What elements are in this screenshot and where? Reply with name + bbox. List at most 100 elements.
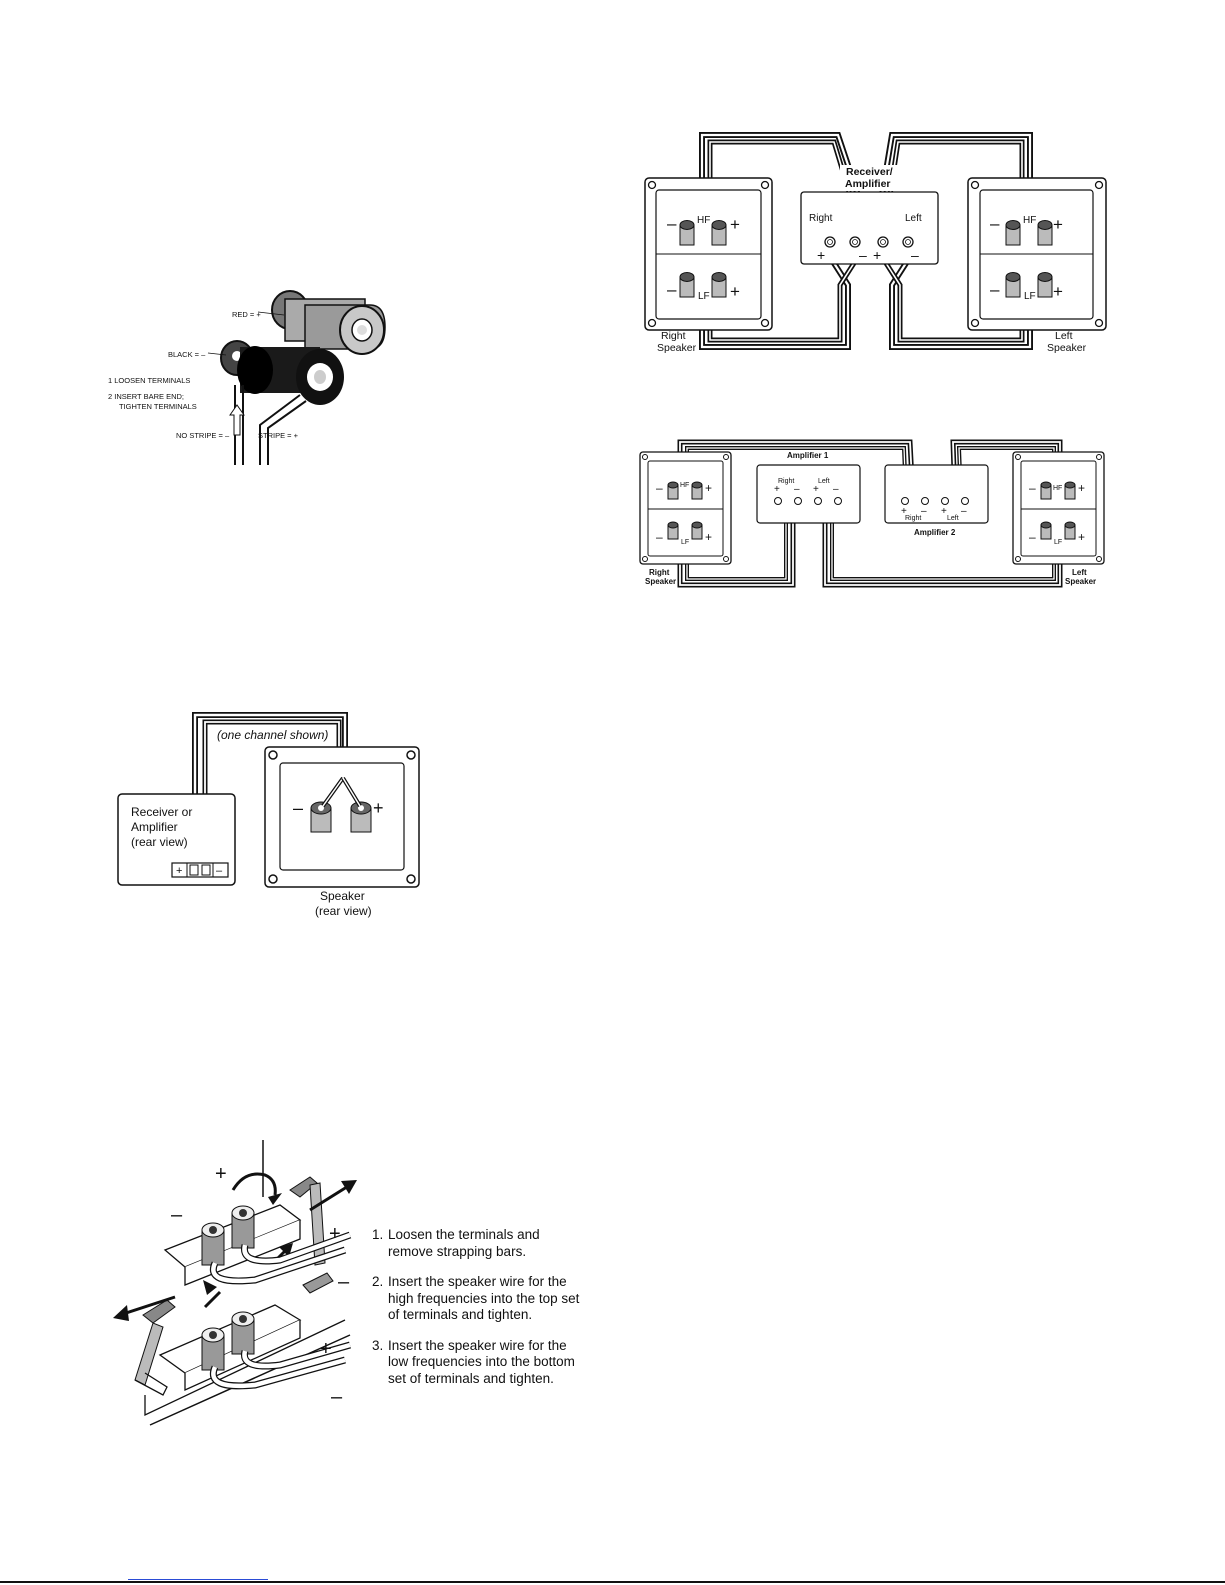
red-terminal-icon: [271, 290, 386, 355]
insert-arrow-icon: [229, 404, 245, 436]
biamp-right-speaker-line1: Right: [649, 568, 670, 577]
strap-lf-minus: –: [331, 1386, 343, 1408]
left-speaker-box: [967, 177, 1107, 331]
ba-rs-lf-label: LF: [681, 539, 689, 546]
step1-label: 1 LOOSEN TERMINALS: [108, 376, 190, 385]
biamp-left-speaker-line1: Left: [1072, 568, 1087, 577]
amp2-l-minus: –: [961, 506, 967, 517]
receiver-left-label: Left: [905, 213, 922, 224]
amp2-r-plus: +: [901, 506, 907, 517]
strap-hf-minus: –: [338, 1271, 350, 1293]
recv-left-plus: +: [873, 247, 881, 263]
terminal-detail-diagram: RED = + BLACK = – 1 LOOSEN TERMINALS 2 I…: [108, 290, 386, 465]
insert-arrow-lower-icon: [203, 1290, 222, 1309]
step-text: Insert the speaker wire for the high fre…: [388, 1274, 580, 1322]
footer-rule: [0, 1581, 1225, 1583]
ba-rs-hf-label: HF: [680, 482, 689, 489]
amplifier2-box: [884, 464, 989, 524]
receiver-label-line2: Amplifier: [845, 178, 891, 190]
ls-lf-label: LF: [1024, 291, 1036, 302]
red-label: RED = +: [232, 310, 261, 319]
receiver-box: [117, 793, 236, 886]
biamp-right-speaker-line2: Speaker: [645, 577, 676, 586]
ls-hf-label: HF: [1023, 215, 1036, 226]
amp1-right-label: Right: [778, 478, 794, 485]
rs-lf-plus: +: [730, 282, 740, 301]
amp1-r-plus: +: [774, 484, 780, 495]
amp1-l-minus: –: [833, 484, 839, 495]
ls-lf-plus: +: [1053, 282, 1063, 301]
strap-top-minus: –: [171, 1204, 183, 1226]
speaker-plus: +: [373, 798, 384, 818]
ba-rs-hf-minus: –: [656, 481, 663, 495]
amp2-r-minus: –: [921, 506, 927, 517]
step-item-1: 1. Loosen the terminals and remove strap…: [372, 1227, 588, 1260]
step2-label-line1: 2 INSERT BARE END;: [108, 392, 184, 401]
single-channel-diagram: (one channel shown) Receiver or Amplifie…: [117, 712, 420, 918]
amp2-right-label: Right: [905, 515, 921, 522]
ls-hf-minus: –: [990, 214, 1000, 233]
ba-rs-lf-plus: +: [705, 530, 712, 544]
step-text: Insert the speaker wire for the low freq…: [388, 1337, 575, 1386]
receiver-amplifier-box: [800, 191, 939, 265]
one-channel-note: (one channel shown): [217, 728, 328, 742]
receiver-plus: +: [176, 865, 182, 877]
top-terminals-icon: [201, 1205, 255, 1266]
speaker-label-line1: Speaker: [320, 889, 365, 903]
ba-ls-lf-minus: –: [1029, 530, 1036, 544]
strap-top-plus: +: [215, 1163, 227, 1185]
bottom-terminals-icon: [201, 1311, 255, 1371]
ba-ls-hf-plus: +: [1078, 481, 1085, 495]
no-stripe-label: NO STRIPE = –: [176, 431, 230, 440]
ba-rs-hf-plus: +: [705, 481, 712, 495]
amp1-l-plus: +: [813, 484, 819, 495]
receiver-label-line1: Receiver/: [846, 166, 893, 178]
amp2-l-plus: +: [941, 506, 947, 517]
left-speaker-label-line1: Left: [1055, 330, 1073, 342]
amp2-left-label: Left: [947, 515, 959, 522]
biamp-diagram: – HF + – LF + Right Speaker Amplifier 1 …: [639, 439, 1105, 588]
strap-hf-plus: +: [329, 1223, 341, 1245]
speaker-minus: –: [293, 798, 303, 818]
ls-lf-minus: –: [990, 280, 1000, 299]
ba-rs-lf-minus: –: [656, 530, 663, 544]
recv-right-minus: –: [859, 247, 867, 263]
left-strapping-bar-icon: [134, 1299, 176, 1396]
ba-ls-hf-label: HF: [1053, 485, 1062, 492]
receiver-minus: –: [216, 865, 223, 877]
step2-label-line2: TIGHTEN TERMINALS: [119, 402, 197, 411]
right-speaker-box: [644, 177, 773, 331]
step-item-2: 2. Insert the speaker wire for the high …: [372, 1274, 588, 1324]
rs-lf-label: LF: [698, 291, 710, 302]
black-terminal-icon: [220, 340, 344, 405]
speaker-minus-terminal-icon: [310, 801, 332, 833]
step-number: 1.: [372, 1227, 384, 1242]
footer-link[interactable]: [128, 1579, 268, 1580]
strapping-bar-diagram: + – + – + –: [113, 1140, 357, 1426]
rs-hf-minus: –: [667, 214, 677, 233]
rs-hf-plus: +: [730, 215, 740, 234]
right-speaker-label-line2: Speaker: [657, 342, 697, 354]
step-text: Loosen the terminals and remove strappin…: [388, 1227, 540, 1259]
ls-hf-plus: +: [1053, 215, 1063, 234]
biamp-left-speaker-box: [1012, 451, 1105, 565]
ba-ls-lf-label: LF: [1054, 539, 1062, 546]
amp1-r-minus: –: [794, 484, 800, 495]
amplifier2-label: Amplifier 2: [914, 528, 956, 537]
step-item-3: 3. Insert the speaker wire for the low f…: [372, 1337, 588, 1388]
rs-hf-label: HF: [697, 215, 710, 226]
amplifier1-label: Amplifier 1: [787, 451, 829, 460]
stripe-label: STRIPE = +: [258, 431, 299, 440]
biamp-left-speaker-line2: Speaker: [1065, 577, 1096, 586]
amplifier1-box: [756, 464, 861, 524]
amp1-left-label: Left: [818, 478, 830, 485]
step-number: 2.: [372, 1274, 384, 1289]
receiver-right-label: Right: [809, 213, 833, 224]
speaker-plus-terminal-icon: [350, 801, 372, 833]
rs-lf-minus: –: [667, 280, 677, 299]
black-label: BLACK = –: [168, 350, 206, 359]
left-arrow-icon: [119, 1295, 176, 1317]
biamp-right-speaker-box: [639, 451, 732, 565]
ba-ls-lf-plus: +: [1078, 530, 1085, 544]
speaker-label-line2: (rear view): [315, 904, 372, 918]
